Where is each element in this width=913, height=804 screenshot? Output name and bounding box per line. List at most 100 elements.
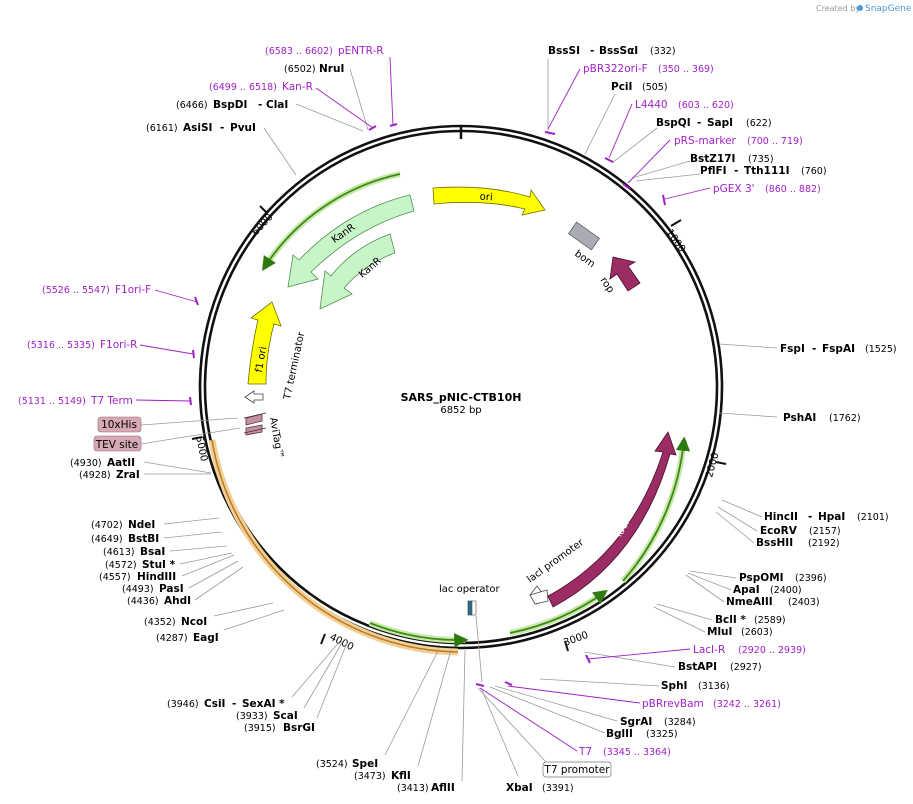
- enzyme-bsshii: BssHII (2192): [756, 537, 840, 549]
- svg-text:(3933): (3933): [236, 711, 268, 722]
- primer-pbrrevbam: pBRrevBam (3242 .. 3261): [642, 698, 781, 710]
- svg-text:Kan-R: Kan-R: [282, 81, 313, 93]
- svg-text:(700 .. 719): (700 .. 719): [747, 136, 803, 147]
- svg-text:HindIII: HindIII: [137, 571, 176, 583]
- svg-text:(2927): (2927): [730, 662, 762, 673]
- svg-text:BglII: BglII: [606, 728, 633, 740]
- svg-text:XbaI: XbaI: [506, 782, 533, 794]
- enzyme-kfli: KflI (3473): [354, 770, 411, 782]
- svg-text:(1525): (1525): [865, 344, 897, 355]
- enzyme-ahdi: AhdI (4436): [127, 595, 191, 607]
- svg-text:-: -: [808, 511, 812, 523]
- ori-label: ori: [479, 192, 493, 204]
- enzyme-bstz17i: BstZ17I (735): [690, 153, 774, 165]
- svg-text:(4493): (4493): [122, 584, 154, 595]
- svg-text:(3413): (3413): [397, 783, 429, 794]
- svg-text:(3524): (3524): [316, 759, 348, 770]
- lac-operator-label: lac operator: [439, 584, 500, 595]
- svg-text:(2603): (2603): [741, 627, 773, 638]
- svg-text:(4436): (4436): [127, 596, 159, 607]
- svg-text:(4930): (4930): [70, 458, 102, 469]
- svg-text:(2920 .. 2939): (2920 .. 2939): [738, 645, 806, 656]
- enzyme-pcii: PciI (505): [611, 81, 668, 93]
- svg-text:(3946): (3946): [167, 699, 199, 710]
- primer-kan-r: Kan-R (6499 .. 6518): [209, 81, 313, 93]
- svg-text:SexAI *: SexAI *: [242, 698, 285, 710]
- svg-text:(6502): (6502): [284, 64, 316, 75]
- kanr-inner-feature: [319, 233, 396, 310]
- svg-text:SpeI: SpeI: [352, 758, 378, 770]
- t7-terminator-feature: [244, 390, 264, 404]
- svg-text:(350 .. 369): (350 .. 369): [658, 64, 714, 75]
- credit-prefix: Created by: [816, 4, 860, 13]
- enzyme-sgrai: SgrAI (3284): [620, 716, 696, 728]
- svg-text:(5131 .. 5149): (5131 .. 5149): [18, 396, 86, 407]
- svg-text:pRS-marker: pRS-marker: [674, 135, 737, 147]
- enzyme-spei: SpeI (3524): [316, 758, 378, 770]
- svg-text:(4928): (4928): [79, 470, 111, 481]
- orf-laci-upper-arc: [622, 436, 691, 582]
- svg-text:PciI: PciI: [611, 81, 632, 93]
- enzyme-hincii: HincII - HpaI (2101): [764, 511, 889, 523]
- svg-text:(622): (622): [746, 118, 772, 129]
- svg-text:BspQI: BspQI: [656, 117, 691, 129]
- svg-text:-: -: [697, 117, 701, 129]
- svg-text:BstBI: BstBI: [128, 533, 159, 545]
- enzyme-zrai: ZraI (4928): [79, 469, 140, 481]
- tick-6000: 6000: [250, 205, 276, 238]
- enzyme-bstbi: BstBI (4649): [91, 533, 159, 545]
- svg-text:(6161): (6161): [146, 123, 178, 134]
- svg-text:10xHis: 10xHis: [101, 419, 137, 431]
- enzyme-nmeaiii: NmeAIII (2403): [726, 596, 820, 608]
- svg-text:(3284): (3284): [664, 717, 696, 728]
- enzyme-fspi: FspI - FspAI (1525): [780, 343, 897, 355]
- enzyme-hindiii: HindIII (4557): [99, 571, 176, 583]
- svg-text:-: -: [258, 99, 262, 111]
- svg-text:NruI: NruI: [319, 63, 344, 75]
- svg-text:pGEX 3': pGEX 3': [713, 183, 755, 195]
- f1ori-label: f1 ori: [254, 346, 269, 374]
- svg-text:ScaI: ScaI: [273, 710, 298, 722]
- svg-text:(2192): (2192): [808, 538, 840, 549]
- lac-operator-feature: [467, 600, 473, 616]
- enzyme-aflii: AflII (3413): [397, 782, 455, 794]
- primer-l4440: L4440 (603 .. 620): [635, 99, 734, 111]
- svg-text:T7 Term: T7 Term: [90, 395, 133, 407]
- svg-text:(4613): (4613): [103, 547, 135, 558]
- avitag-label: AviTag™: [267, 417, 285, 460]
- plasmid-name: SARS_pNIC-CTB10H: [401, 391, 522, 404]
- svg-text:(3325): (3325): [646, 729, 678, 740]
- tev-site-label-box: TEV site: [93, 435, 142, 452]
- svg-text:(2396): (2396): [795, 573, 827, 584]
- enzyme-scai: ScaI (3933): [236, 710, 298, 722]
- svg-text:T7: T7: [578, 746, 592, 758]
- bom-label: bom: [572, 248, 597, 270]
- enzyme-pasi: PasI (4493): [122, 583, 184, 595]
- svg-text:(735): (735): [748, 154, 774, 165]
- svg-text:BstAPI: BstAPI: [678, 661, 717, 673]
- svg-text:(2400): (2400): [770, 585, 802, 596]
- svg-text:pENTR-R: pENTR-R: [338, 45, 384, 57]
- svg-text:AsiSI: AsiSI: [183, 122, 212, 134]
- svg-text:(6499 .. 6518): (6499 .. 6518): [209, 82, 277, 93]
- enzyme-bglii: BglII (3325): [606, 728, 678, 740]
- svg-text:KflI: KflI: [391, 770, 411, 782]
- backbone-inner-strand: [203, 129, 719, 645]
- orf-kanr-arc: [262, 173, 401, 272]
- svg-text:(505): (505): [642, 82, 668, 93]
- svg-text:(4287): (4287): [156, 633, 188, 644]
- svg-text:pBRrevBam: pBRrevBam: [642, 698, 704, 710]
- svg-text:(5526 .. 5547): (5526 .. 5547): [42, 285, 110, 296]
- svg-text:(4702): (4702): [91, 520, 123, 531]
- svg-text:HincII: HincII: [764, 511, 798, 523]
- enzyme-nrui: NruI (6502): [284, 63, 344, 75]
- primer-t7-term: T7 Term (5131 .. 5149): [18, 395, 133, 407]
- svg-text:EcoRV: EcoRV: [760, 525, 798, 537]
- enzyme-pshai: PshAI (1762): [783, 412, 861, 424]
- svg-text:4000: 4000: [328, 632, 356, 653]
- svg-text:pBR322ori-F: pBR322ori-F: [583, 63, 648, 75]
- svg-text:BssHII: BssHII: [756, 537, 793, 549]
- enzyme-bsssi: BssSI - BssSαI (332): [548, 45, 676, 57]
- svg-text:(3242 .. 3261): (3242 .. 3261): [713, 699, 781, 710]
- svg-text:(3915): (3915): [244, 723, 276, 734]
